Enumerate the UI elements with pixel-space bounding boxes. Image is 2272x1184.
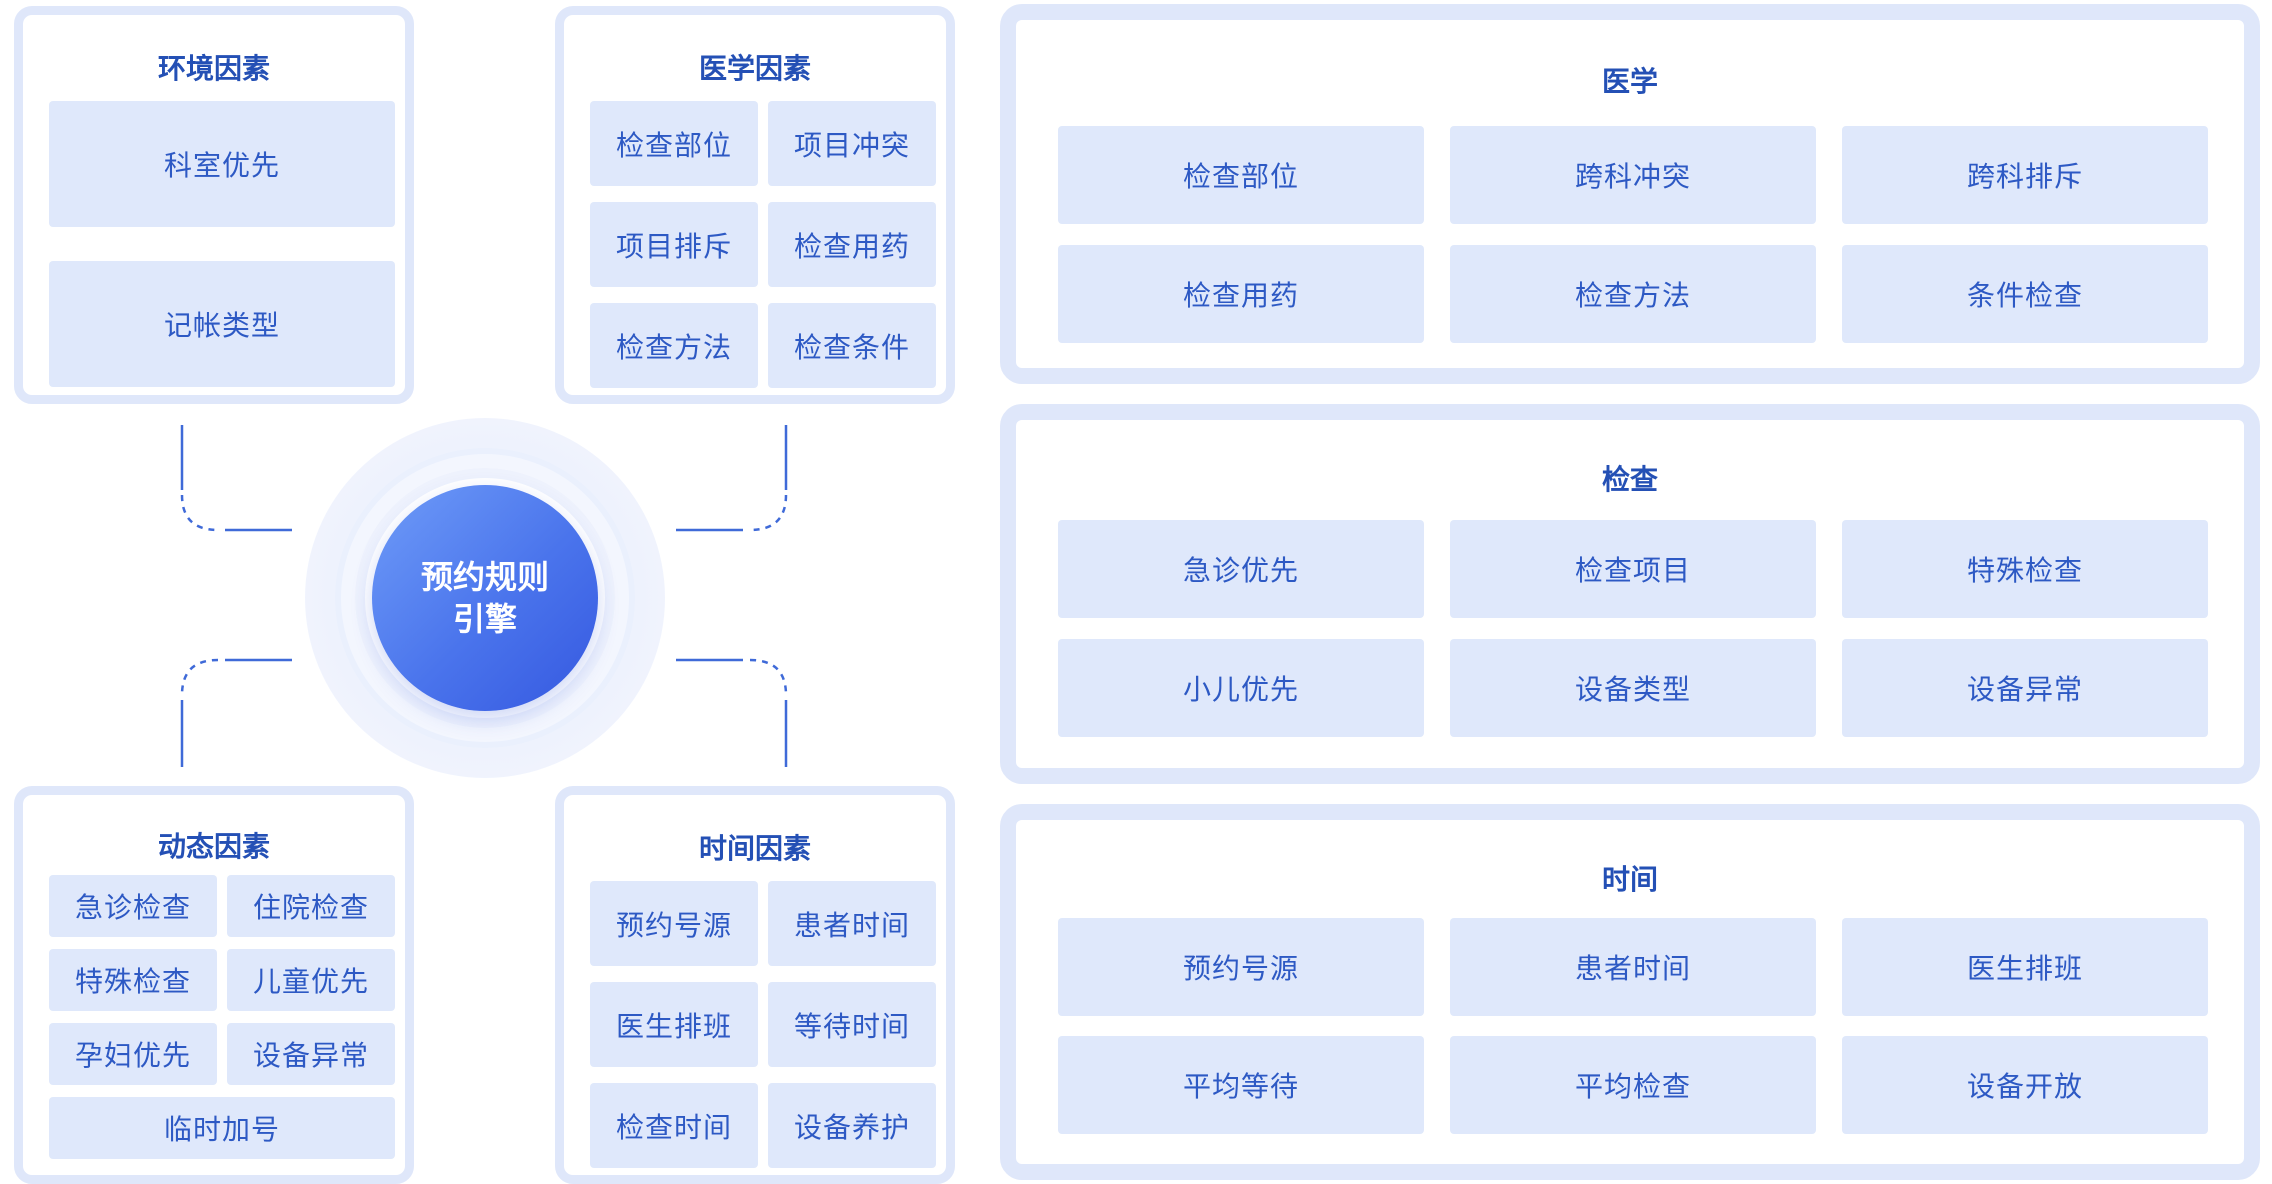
env-factors-title: 环境因素 [157,52,270,85]
med-factors-card: 医学因素 检查部位 项目冲突 项目排斥 检查用药 检查方法 检查条件 [555,6,955,404]
panel-examination-item-5[interactable]: 设备类型 [1450,639,1816,737]
med-item-item-exclusion[interactable]: 项目排斥 [590,202,758,287]
panel-examination-item-2[interactable]: 检查项目 [1450,520,1816,618]
panel-medical-item-3[interactable]: 跨科排斥 [1842,126,2208,224]
time-item-device-maintenance[interactable]: 设备养护 [768,1083,936,1168]
dyn-item-device-anomaly[interactable]: 设备异常 [227,1023,395,1085]
hub-label-line1: 预约规则 [420,558,549,596]
med-item-exam-condition[interactable]: 检查条件 [768,303,936,388]
connector-med-curve [749,494,788,532]
connector-time-curve [749,658,788,696]
dyn-item-child-priority[interactable]: 儿童优先 [227,949,395,1011]
panel-medical-item-4[interactable]: 检查用药 [1058,245,1424,343]
med-factors-title: 医学因素 [698,52,811,85]
env-factors-card: 环境因素 科室优先 记帐类型 [14,6,414,404]
panel-examination-item-6[interactable]: 设备异常 [1842,639,2208,737]
panel-examination-item-4[interactable]: 小儿优先 [1058,639,1424,737]
connector-env-curve [180,494,219,532]
panel-time-item-5[interactable]: 平均检查 [1450,1036,1816,1134]
dyn-factors-title: 动态因素 [157,830,270,863]
panel-medical-item-5[interactable]: 检查方法 [1450,245,1816,343]
time-factors-title: 时间因素 [698,832,811,865]
env-item-dept-priority[interactable]: 科室优先 [49,101,395,227]
panel-time-title: 时间 [1601,863,1658,896]
panel-medical: 医学 检查部位 跨科冲突 跨科排斥 检查用药 检查方法 条件检查 [1000,4,2260,384]
panel-medical-title: 医学 [1601,65,1658,98]
med-item-exam-medication[interactable]: 检查用药 [768,202,936,287]
med-item-exam-site[interactable]: 检查部位 [590,101,758,186]
connector-dyn-curve [180,658,219,696]
panel-time: 时间 预约号源 患者时间 医生排班 平均等待 平均检查 设备开放 [1000,804,2260,1180]
dyn-item-pregnant-priority[interactable]: 孕妇优先 [49,1023,217,1085]
panel-examination-item-1[interactable]: 急诊优先 [1058,520,1424,618]
time-item-doctor-schedule[interactable]: 医生排班 [590,982,758,1067]
dyn-item-inpatient-exam[interactable]: 住院检查 [227,875,395,937]
panel-examination-title: 检查 [1601,463,1658,496]
panel-examination-item-3[interactable]: 特殊检查 [1842,520,2208,618]
time-item-patient-time[interactable]: 患者时间 [768,881,936,966]
panel-time-item-6[interactable]: 设备开放 [1842,1036,2208,1134]
hub-label-line2: 引擎 [452,600,517,638]
panel-examination: 检查 急诊优先 检查项目 特殊检查 小儿优先 设备类型 设备异常 [1000,404,2260,784]
dyn-item-emergency-exam[interactable]: 急诊检查 [49,875,217,937]
dyn-item-special-exam[interactable]: 特殊检查 [49,949,217,1011]
time-item-appt-source[interactable]: 预约号源 [590,881,758,966]
time-factors-card: 时间因素 预约号源 患者时间 医生排班 等待时间 检查时间 设备养护 [555,786,955,1184]
dyn-factors-card: 动态因素 急诊检查 住院检查 特殊检查 儿童优先 孕妇优先 设备异常 临时加号 [14,786,414,1184]
med-item-exam-method[interactable]: 检查方法 [590,303,758,388]
panel-time-item-1[interactable]: 预约号源 [1058,918,1424,1016]
panel-medical-item-2[interactable]: 跨科冲突 [1450,126,1816,224]
panel-medical-item-6[interactable]: 条件检查 [1842,245,2208,343]
panel-time-item-2[interactable]: 患者时间 [1450,918,1816,1016]
time-item-exam-time[interactable]: 检查时间 [590,1083,758,1168]
rule-engine-hub[interactable]: 预约规则 引擎 [372,485,598,711]
panel-medical-item-1[interactable]: 检查部位 [1058,126,1424,224]
panel-time-item-3[interactable]: 医生排班 [1842,918,2208,1016]
dyn-item-temp-addition[interactable]: 临时加号 [49,1097,395,1159]
med-item-item-conflict[interactable]: 项目冲突 [768,101,936,186]
time-item-wait-time[interactable]: 等待时间 [768,982,936,1067]
env-item-billing-type[interactable]: 记帐类型 [49,261,395,387]
panel-time-item-4[interactable]: 平均等待 [1058,1036,1424,1134]
